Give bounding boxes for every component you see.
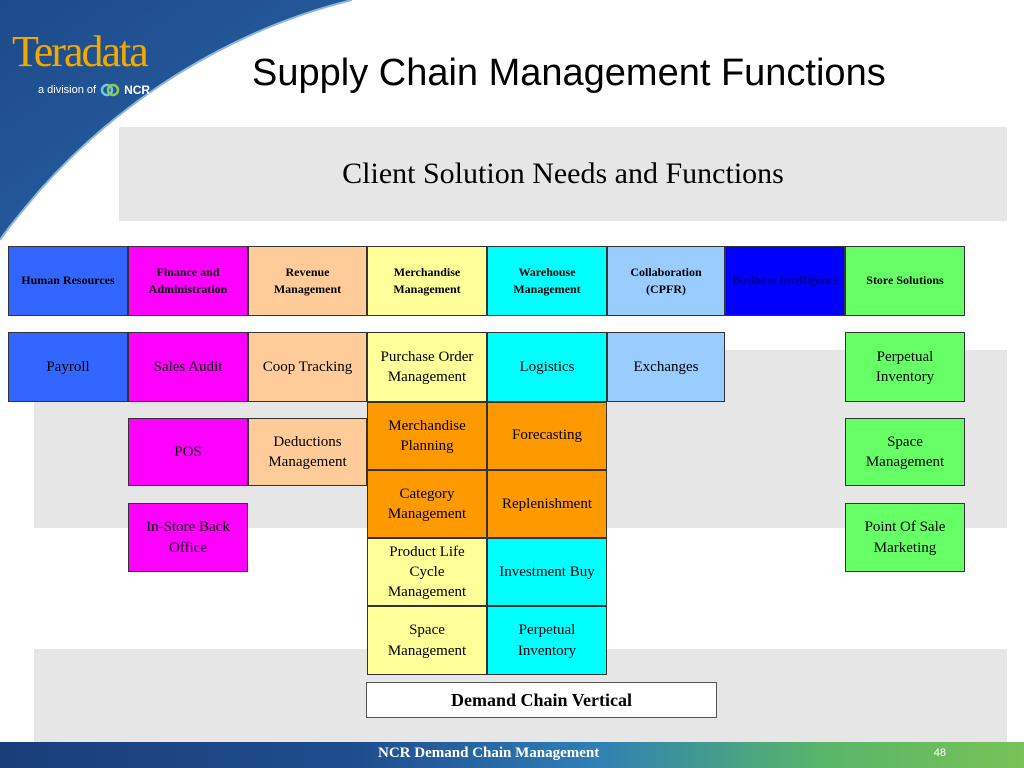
function-deductions-management: Deductions Management bbox=[248, 418, 367, 486]
ncr-logo-icon bbox=[100, 83, 120, 97]
logo-tagline: a division of NCR bbox=[38, 83, 150, 97]
header-business-intelligence: Business Intelligence bbox=[725, 246, 845, 316]
function-space-management-merch: Space Management bbox=[367, 606, 487, 675]
function-pos: POS bbox=[128, 418, 248, 486]
demand-chain-vertical-label: Demand Chain Vertical bbox=[366, 682, 717, 718]
function-category-management: Category Management bbox=[367, 470, 487, 538]
footer-bar: NCR Demand Chain Management 48 bbox=[0, 742, 1024, 768]
function-exchanges: Exchanges bbox=[607, 332, 725, 402]
function-sales-audit: Sales Audit bbox=[128, 332, 248, 402]
function-forecasting: Forecasting bbox=[487, 402, 607, 470]
function-point-of-sale-marketing: Point Of Sale Marketing bbox=[845, 503, 965, 572]
header-finance-administration: Finance and Administration bbox=[128, 246, 248, 316]
slide-subtitle: Client Solution Needs and Functions bbox=[342, 157, 784, 190]
function-payroll: Payroll bbox=[8, 332, 128, 402]
header-store-solutions: Store Solutions bbox=[845, 246, 965, 316]
function-logistics: Logistics bbox=[487, 332, 607, 402]
function-purchase-order-management: Purchase Order Management bbox=[367, 332, 487, 402]
function-space-management-store: Space Management bbox=[845, 418, 965, 486]
logo-ncr-text: NCR bbox=[124, 83, 151, 97]
header-merchandise-management: Merchandise Management bbox=[367, 246, 487, 316]
slide-title: Supply Chain Management Functions bbox=[252, 52, 886, 94]
function-replenishment: Replenishment bbox=[487, 470, 607, 538]
function-in-store-back-office: In-Store Back Office bbox=[128, 503, 248, 572]
function-investment-buy: Investment Buy bbox=[487, 538, 607, 606]
header-warehouse-management: Warehouse Management bbox=[487, 246, 607, 316]
function-perpetual-inventory-store: Perpetual Inventory bbox=[845, 332, 965, 402]
function-merchandise-planning: Merchandise Planning bbox=[367, 402, 487, 470]
subtitle-band: Client Solution Needs and Functions bbox=[119, 127, 1007, 221]
function-coop-tracking: Coop Tracking bbox=[248, 332, 367, 402]
teradata-logo: Teradata a division of NCR bbox=[12, 30, 172, 110]
page-number: 48 bbox=[933, 747, 946, 759]
logo-wordmark: Teradata bbox=[12, 27, 149, 76]
header-revenue-management: Revenue Management bbox=[248, 246, 367, 316]
function-perpetual-inventory-warehouse: Perpetual Inventory bbox=[487, 606, 607, 675]
header-human-resources: Human Resources bbox=[8, 246, 128, 316]
logo-tagline-text: a division of bbox=[38, 84, 97, 96]
footer-text: NCR Demand Chain Management bbox=[378, 745, 600, 761]
function-product-life-cycle-management: Product Life Cycle Management bbox=[367, 538, 487, 606]
header-collaboration-cpfr: Collaboration (CPFR) bbox=[607, 246, 725, 316]
